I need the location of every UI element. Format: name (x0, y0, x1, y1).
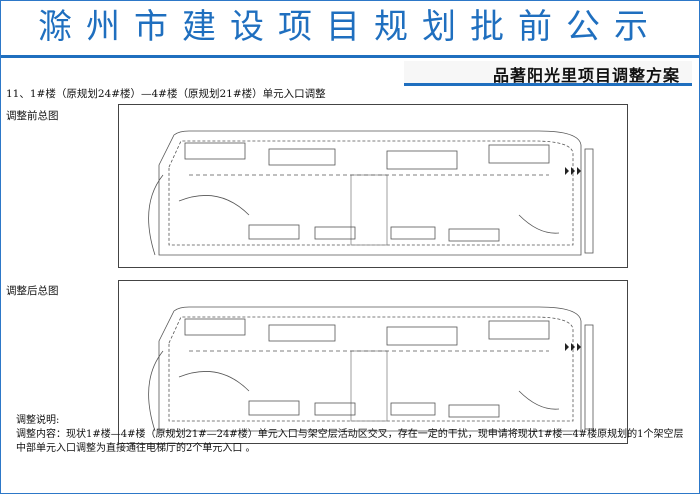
before-plan-label: 调整前总图 (6, 110, 59, 122)
before-site-plan (118, 104, 628, 268)
before-site-plan-drawing (148, 130, 594, 256)
notes-heading: 调整说明: (16, 415, 60, 426)
page-title: 滁州市建设项目规划批前公示 (38, 7, 662, 47)
after-site-plan (118, 280, 628, 444)
project-subtitle: 品著阳光里项目调整方案 (492, 66, 680, 85)
adjustment-item-title: 11、1#楼（原规划24#楼）—4#楼（原规划21#楼）单元入口调整 (6, 88, 326, 100)
adjustment-notes: 调整说明: 调整内容：现状1#楼—4#楼（原规划21#—24#楼）单元入口与架空… (16, 414, 692, 456)
header-banner: 滁州市建设项目规划批前公示 (1, 1, 699, 55)
subtitle-bar: 品著阳光里项目调整方案 (404, 61, 692, 86)
notes-content: 调整内容：现状1#楼—4#楼（原规划21#—24#楼）单元入口与架空层活动区交叉… (16, 429, 684, 454)
after-site-plan-drawing (148, 306, 594, 432)
header-divider (1, 55, 699, 58)
after-plan-label: 调整后总图 (6, 285, 59, 297)
